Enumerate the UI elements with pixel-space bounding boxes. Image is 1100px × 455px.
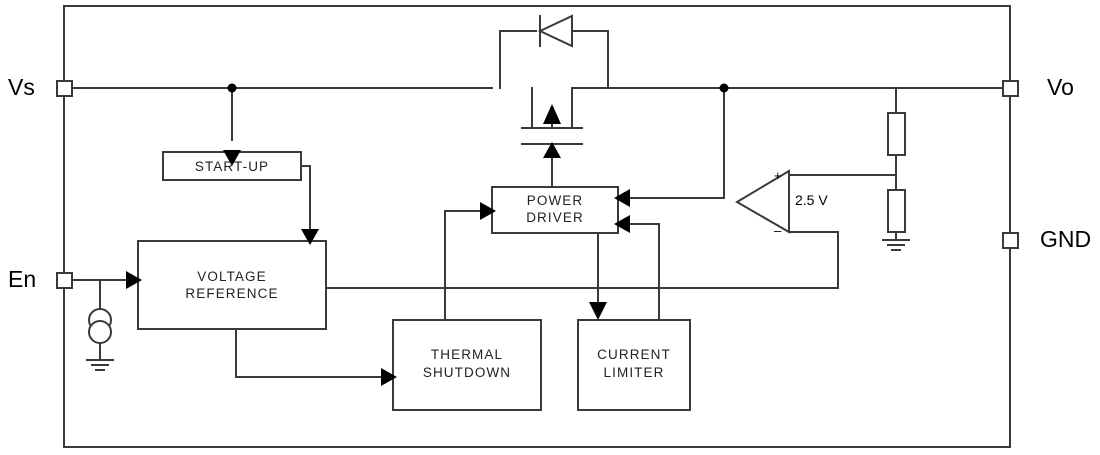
power-driver-label-line1: POWER bbox=[526, 193, 584, 208]
power-driver-label-line2: DRIVER bbox=[526, 210, 584, 225]
pin-label-vo: Vo bbox=[1047, 74, 1074, 100]
current-limiter-label-line1: CURRENT bbox=[597, 347, 671, 362]
arrow-gate-drive bbox=[543, 142, 561, 158]
voltage-reference-label-line1: VOLTAGE bbox=[197, 269, 267, 284]
junction-dot-vs-startup bbox=[227, 83, 237, 93]
current-source-circle-lower bbox=[88, 320, 112, 344]
voltage-reference-block bbox=[137, 240, 327, 330]
power-driver-block bbox=[491, 186, 619, 234]
chip-boundary bbox=[63, 5, 1011, 448]
arrow-vref-to-thermal bbox=[381, 368, 397, 386]
body-diode-triangle bbox=[537, 14, 573, 48]
arrow-mosfet-bulk bbox=[543, 104, 561, 124]
pin-terminal-vo[interactable] bbox=[1002, 80, 1019, 97]
pin-label-vs: Vs bbox=[8, 74, 35, 100]
pin-label-gnd: GND bbox=[1040, 226, 1092, 252]
feedback-resistor-lower bbox=[887, 189, 906, 233]
arrow-startup-to-vref bbox=[301, 229, 319, 245]
arrow-thermal-to-driver bbox=[480, 202, 496, 220]
amp-plus-sign: + bbox=[774, 168, 782, 183]
junction-dot-vo-sense bbox=[719, 83, 729, 93]
arrow-limiter-to-driver bbox=[614, 215, 630, 233]
voltage-reference-label-line2: REFERENCE bbox=[185, 286, 279, 301]
arrow-vs-to-startup bbox=[223, 150, 241, 166]
arrow-en-to-vref bbox=[126, 271, 142, 289]
pin-terminal-vs[interactable] bbox=[56, 80, 73, 97]
pin-terminal-en[interactable] bbox=[56, 272, 73, 289]
start-up-label: START-UP bbox=[194, 159, 270, 174]
current-limiter-label-line2: LIMITER bbox=[603, 365, 665, 380]
arrow-amp-to-driver bbox=[614, 189, 630, 207]
thermal-shutdown-label-line1: THERMAL bbox=[430, 347, 504, 362]
thermal-shutdown-label-line2: SHUTDOWN bbox=[422, 365, 512, 380]
amp-minus-sign: – bbox=[774, 223, 782, 238]
thermal-shutdown-block bbox=[392, 319, 542, 411]
current-limiter-block bbox=[577, 319, 691, 411]
error-amplifier-triangle bbox=[735, 169, 790, 234]
pin-label-en: En bbox=[8, 266, 37, 292]
arrow-driver-to-limiter bbox=[589, 302, 607, 320]
amp-reference-voltage-label: 2.5 V bbox=[795, 192, 828, 208]
pin-terminal-gnd[interactable] bbox=[1002, 232, 1019, 249]
feedback-resistor-upper bbox=[887, 112, 906, 156]
